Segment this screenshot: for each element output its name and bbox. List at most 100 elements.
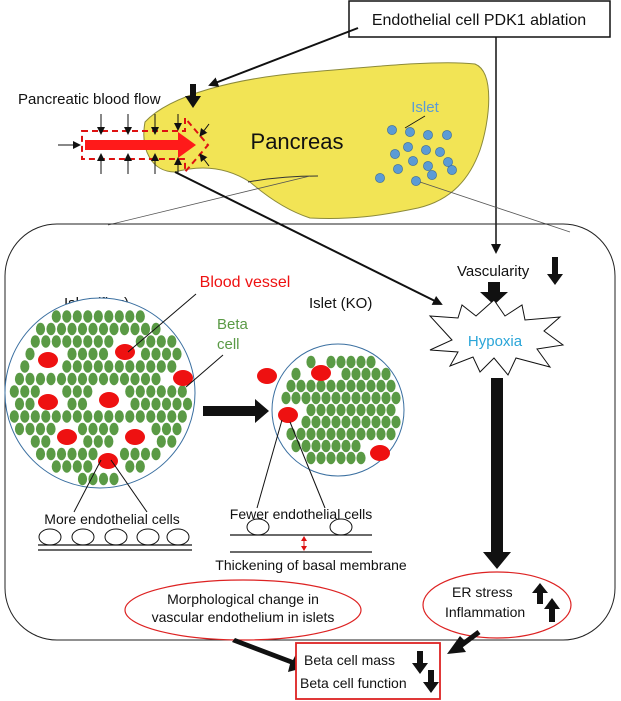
islet-label: Islet: [411, 99, 439, 116]
beta-cell: [376, 427, 386, 441]
islet-pointer: [404, 115, 426, 129]
beta-cell: [88, 347, 98, 361]
more-endothelial-cells: [38, 528, 190, 546]
blood-vessel: [99, 392, 119, 408]
beta-cell: [62, 460, 72, 473]
beta-cell: [25, 372, 35, 386]
beta-cell: [77, 422, 88, 436]
beta-cell: [351, 391, 361, 405]
beta-cell: [321, 439, 331, 453]
blood-vessel: [173, 370, 193, 386]
beta-cell: [130, 397, 140, 411]
beta-cell: [93, 310, 103, 323]
er-stress-oval: [422, 571, 572, 639]
islet-dot: [375, 173, 385, 183]
ko-endothelial-pointer-right: [289, 421, 326, 509]
beta-cell: [14, 397, 25, 411]
beta-cell: [167, 385, 177, 398]
beta-cell: [321, 415, 331, 429]
islet-dot: [393, 164, 403, 174]
beta-cell: [156, 410, 166, 423]
beta-label-line1: Beta: [217, 316, 249, 333]
beta-cell: [72, 410, 82, 423]
islet-dot: [387, 125, 397, 135]
beta-cell: [77, 347, 88, 361]
beta-cell: [9, 385, 19, 398]
beta-cell: [281, 391, 291, 405]
beta-cell: [356, 403, 366, 417]
beta-cell: [151, 447, 161, 461]
islet-dot: [411, 176, 421, 186]
beta-cell: [161, 347, 172, 361]
beta-cell: [161, 397, 172, 411]
beta-cell: [140, 347, 151, 361]
beta-cell: [336, 403, 346, 417]
beta-cell: [35, 372, 46, 386]
beta-cell: [62, 410, 72, 423]
beta-cell: [331, 439, 341, 453]
beta-cell: [351, 415, 361, 429]
beta-cell: [356, 427, 366, 441]
erstress-to-final-line: [453, 630, 481, 652]
beta-cell: [140, 397, 151, 411]
islet-ko-blood-vessels: [257, 365, 390, 461]
beta-cell: [30, 435, 40, 448]
beta-cell: [336, 427, 346, 441]
flox-to-ko-arrow: [203, 399, 269, 423]
islet-ko-beta-cells: [281, 355, 401, 465]
beta-cell: [88, 372, 98, 386]
beta-cell: [366, 355, 376, 369]
beta-cell: [88, 472, 98, 486]
blood-flow-label: Pancreatic blood flow: [18, 91, 161, 108]
beta-cell: [125, 460, 135, 473]
blood-vessel: [38, 394, 58, 410]
beta-cell: [336, 355, 346, 369]
beta-cell: [381, 415, 391, 429]
beta-cell: [140, 372, 151, 386]
beta-cell: [151, 397, 161, 411]
beta-cell: [109, 322, 119, 336]
beta-cell: [119, 372, 130, 386]
beta-cell: [93, 335, 103, 348]
thickening-label: Thickening of basal membrane: [215, 557, 407, 573]
beta-cell: [306, 355, 316, 369]
beta-cell: [371, 391, 381, 405]
beta-cell: [41, 435, 51, 448]
beta-cell: [135, 385, 145, 398]
er-stress-label: ER stress: [452, 584, 513, 600]
fewer-endothelial-cells: [246, 518, 353, 536]
beta-cell: [46, 422, 56, 436]
beta-cell: [151, 422, 161, 436]
beta-cell: [135, 410, 145, 423]
vascularity-to-hypoxia-arrow: [480, 282, 508, 305]
beta-cell: [62, 310, 72, 323]
beta-cell: [77, 372, 88, 386]
blood-vessel: [98, 453, 118, 469]
beta-cell: [135, 310, 145, 323]
hypoxia-to-erstress-arrow: [483, 378, 511, 569]
inflammation-label: Inflammation: [445, 604, 525, 620]
hypoxia-starburst-icon: [428, 299, 565, 376]
beta-cell: [109, 422, 119, 436]
beta-cell-outcome-box: [295, 642, 441, 700]
beta-cell: [130, 447, 140, 461]
ablation-label: Endothelial cell PDK1 ablation: [372, 12, 586, 29]
blood-vessel: [278, 407, 298, 423]
beta-cell: [30, 410, 40, 423]
beta-cell: [77, 397, 88, 411]
blood-vessel: [115, 344, 135, 360]
beta-cell: [306, 427, 316, 441]
beta-cell: [98, 472, 109, 486]
islet-dot: [423, 161, 433, 171]
beta-cell: [88, 447, 98, 461]
beta-cell: [93, 435, 103, 448]
beta-cell: [46, 447, 56, 461]
beta-cell: [46, 372, 56, 386]
blood-vessel: [370, 445, 390, 461]
beta-cell: [14, 422, 25, 436]
beta-cell: [104, 410, 114, 423]
beta-cell: [351, 367, 361, 381]
beta-cell: [331, 391, 341, 405]
beta-cell: [172, 347, 182, 361]
beta-label-line2: cell: [217, 336, 240, 353]
